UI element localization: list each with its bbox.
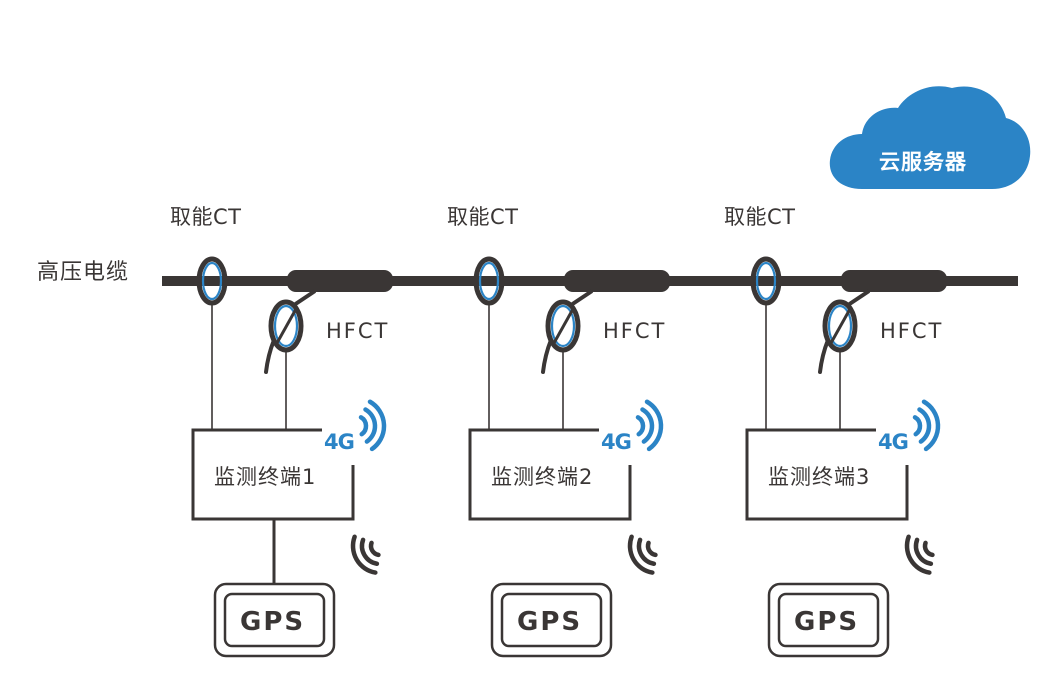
gps-signal-arc-3-1: [922, 540, 935, 558]
cloud-server-label: 云服务器: [879, 150, 967, 174]
hfct-ground-lead-2: [569, 289, 594, 307]
ct-ring-inner-1: [201, 261, 223, 301]
hfct-lead-through-3: [829, 308, 852, 344]
terminal-label-1: 监测终端1: [214, 465, 317, 489]
gps-signal-arc-1-2: [359, 537, 380, 566]
ct-ring-inner-3: [755, 261, 777, 301]
gps-module-inner-1: [223, 592, 326, 648]
wireless-4g-signal-arc-1-3: [367, 399, 387, 452]
wireless-4g-signal-arc-2-2: [640, 407, 655, 444]
hfct-ring-inner-2: [550, 304, 576, 348]
wireless-4g-signal-arc-3-1: [912, 415, 923, 437]
ct-ring-inner-2: [478, 261, 500, 301]
cable-joint-1: [287, 270, 393, 292]
wireless-4g-signal-arc-2-3: [644, 399, 664, 452]
monitoring-terminal-box-1: [191, 428, 355, 521]
monitoring-terminal-box-2: [468, 428, 632, 521]
hfct-ring-inner-1: [273, 304, 299, 348]
network-4g-label-3: 4G: [878, 430, 909, 454]
hfct-ground-tail-3: [818, 338, 830, 374]
ct-label-2: 取能CT: [447, 205, 519, 229]
wireless-4g-signal-arc-3-2: [917, 407, 932, 444]
gps-module-outer-2: [490, 582, 613, 658]
wireless-4g-signal-arc-1-1: [358, 415, 369, 437]
hfct-lead-through-1: [275, 308, 298, 344]
gps-label-2: GPS: [517, 607, 583, 637]
gps-signal-arc-3-3: [904, 534, 932, 575]
cable-label: 高压电缆: [37, 260, 130, 285]
hfct-label-2: HFCT: [603, 319, 667, 343]
hfct-ground-lead-3: [846, 289, 871, 307]
gps-signal-arc-1-3: [350, 534, 378, 575]
gps-module-inner-3: [777, 592, 880, 648]
gps-signal-arc-3-2: [913, 537, 934, 566]
hfct-ground-tail-2: [541, 338, 553, 374]
wireless-4g-signal-arc-1-2: [363, 407, 378, 444]
gps-module-inner-2: [500, 592, 603, 648]
gps-signal-arc-1-1: [368, 540, 381, 558]
cloud-shape: [829, 86, 1031, 189]
hfct-lead-through-2: [552, 308, 575, 344]
network-4g-label-2: 4G: [601, 430, 632, 454]
hfct-ground-lead-1: [292, 289, 317, 307]
wireless-4g-signal-arc-2-1: [635, 415, 646, 437]
network-4g-label-1: 4G: [324, 430, 355, 454]
gps-signal-arc-2-2: [636, 537, 657, 566]
gps-label-3: GPS: [794, 607, 860, 637]
hfct-label-3: HFCT: [880, 319, 944, 343]
gps-module-outer-1: [213, 582, 336, 658]
wireless-4g-signal-arc-3-3: [921, 399, 941, 452]
ct-label-1: 取能CT: [170, 205, 242, 229]
cable-joint-2: [564, 270, 670, 292]
hfct-ground-tail-1: [264, 338, 276, 374]
monitoring-terminal-box-3: [745, 428, 909, 521]
hfct-ring-inner-3: [827, 304, 853, 348]
gps-signal-arc-2-3: [627, 534, 655, 575]
terminal-label-2: 监测终端2: [491, 465, 594, 489]
gps-module-outer-3: [767, 582, 890, 658]
gps-signal-arc-2-1: [645, 540, 658, 558]
cable-joint-3: [841, 270, 947, 292]
gps-label-1: GPS: [240, 607, 306, 637]
ct-label-3: 取能CT: [724, 205, 796, 229]
terminal-label-3: 监测终端3: [768, 465, 871, 489]
hfct-label-1: HFCT: [326, 319, 390, 343]
